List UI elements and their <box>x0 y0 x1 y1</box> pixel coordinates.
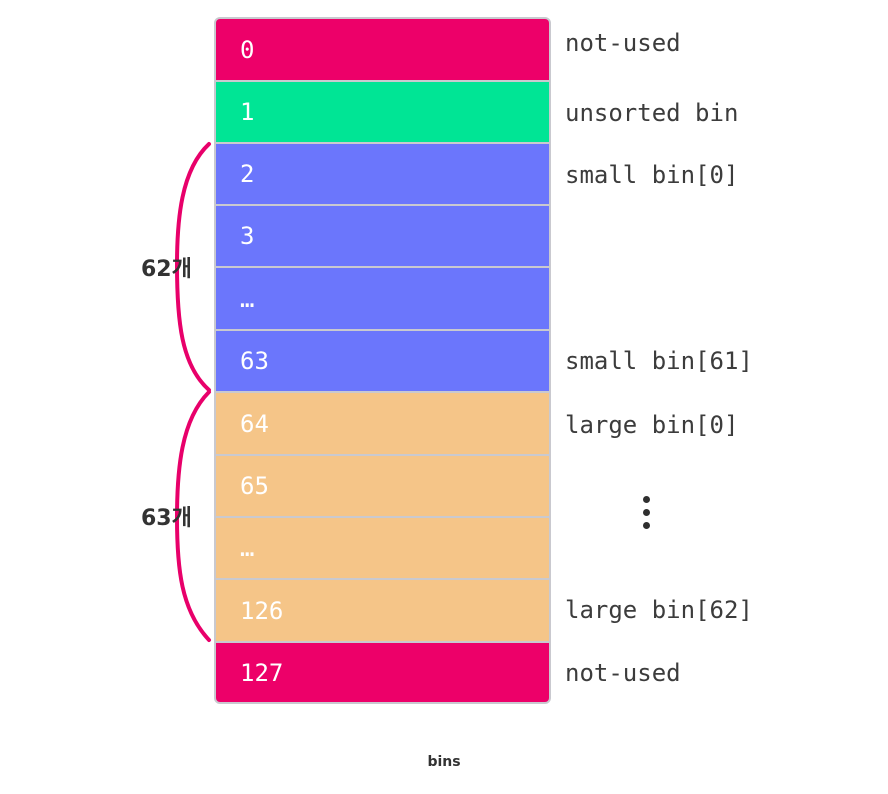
bin-index-label: 65 <box>240 472 269 500</box>
bin-index-label: 1 <box>240 98 255 126</box>
bin-cell-8: … <box>216 518 549 578</box>
bin-cell-10: 127 <box>216 643 549 702</box>
bin-index-label: 0 <box>240 35 255 64</box>
side-label-large-bin-last: large bin[62] <box>565 596 753 624</box>
bin-index-label: 126 <box>240 596 284 625</box>
bin-cell-4: … <box>216 268 549 329</box>
bin-index-label: 63 <box>240 347 269 375</box>
large-bins-brace <box>174 390 211 642</box>
side-label-large-bin-first: large bin[0] <box>565 411 739 439</box>
bin-cell-6: 64 <box>216 393 549 454</box>
vertical-ellipsis-icon <box>641 496 651 532</box>
small-bins-count: 62개 <box>141 257 192 282</box>
bin-cell-1: 1 <box>216 82 549 142</box>
figure-caption: bins <box>427 754 461 770</box>
bin-index-label: 64 <box>240 409 269 438</box>
side-label-unsorted-bin: unsorted bin <box>565 99 739 127</box>
group-braces <box>174 142 211 642</box>
bin-index-label: 3 <box>240 222 255 250</box>
bin-cell-0: 0 <box>216 19 549 80</box>
large-bins-count: 63개 <box>141 506 192 531</box>
small-bins-brace <box>174 142 211 392</box>
side-label-small-bin-first: small bin[0] <box>565 161 739 189</box>
bin-index-label: … <box>240 534 255 562</box>
bin-cell-5: 63 <box>216 331 549 391</box>
bin-cell-3: 3 <box>216 206 549 266</box>
side-label-small-bin-last: small bin[61] <box>565 347 753 375</box>
side-label-not-used-top: not-used <box>565 29 681 57</box>
bin-cell-7: 65 <box>216 456 549 516</box>
bins-array: 0 1 2 3 … 63 64 65 … 126 127 <box>214 17 551 704</box>
bin-cell-9: 126 <box>216 580 549 641</box>
side-label-not-used-bottom: not-used <box>565 659 681 687</box>
bin-index-label: 127 <box>240 658 284 687</box>
bin-index-label: … <box>240 284 255 313</box>
bin-cell-2: 2 <box>216 144 549 204</box>
bin-index-label: 2 <box>240 160 255 188</box>
